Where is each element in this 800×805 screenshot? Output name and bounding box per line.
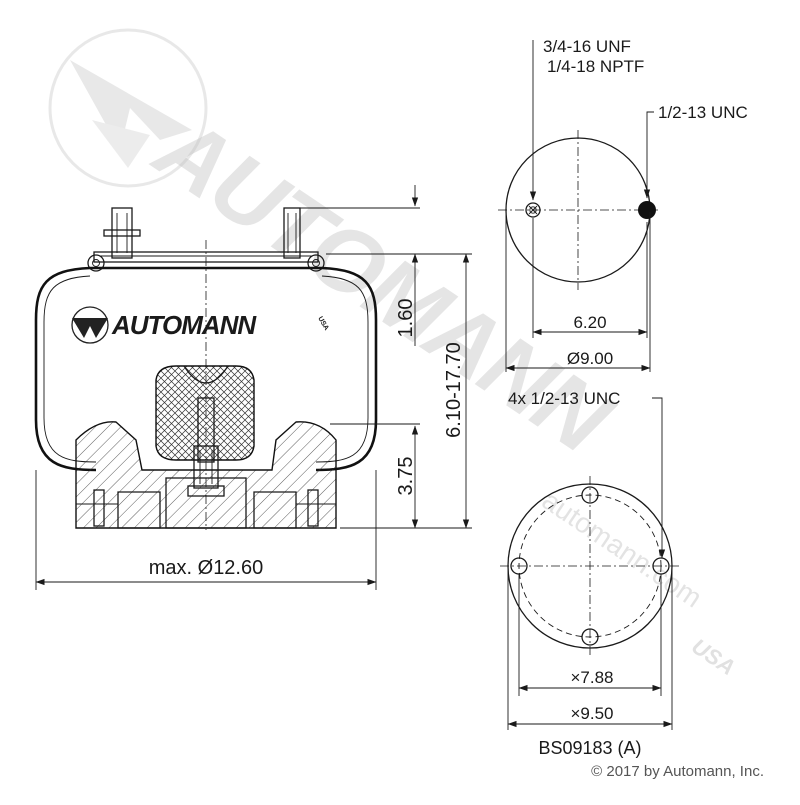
logo-suffix-text: USA (316, 316, 329, 332)
dim-max-diameter: max. Ø12.60 (149, 557, 264, 579)
watermark: AUTOMANN USA automann.com (48, 28, 740, 680)
bottom-hole-bottom-icon (581, 628, 599, 646)
bottom-plan-view: ×7.88 ×9.50 (500, 397, 680, 730)
bottom-hole-top-icon (581, 486, 599, 504)
logo-brand-text: AUTOMANN (111, 310, 257, 340)
piston-section (75, 421, 337, 529)
dim-height-range: 6.10-17.70 (443, 342, 465, 438)
dim-base-diameter: ×9.50 (570, 704, 613, 723)
callout-air-fitting-line1: 3/4-16 UNF (543, 37, 631, 56)
part-number: BS09183 (A) (538, 738, 641, 758)
dim-top-height: 1.60 (395, 299, 417, 338)
callout-top-stud-thread: 1/2-13 UNC (658, 103, 748, 122)
automann-logo-icon (72, 318, 108, 338)
internal-bumper (155, 365, 255, 461)
dim-top-bolt-spacing: 6.20 (573, 313, 606, 332)
side-view-dimensions: 1.60 6.10-17.70 3.75 max. Ø12.60 (35, 185, 472, 590)
top-stud-left (103, 207, 141, 259)
side-section-view: AUTOMANN USA (34, 207, 378, 530)
dim-top-plate-diameter: Ø9.00 (567, 349, 613, 368)
top-plan-view: 6.20 Ø9.00 (498, 40, 658, 372)
dim-bolt-circle-diameter: ×7.88 (570, 668, 613, 687)
dim-bottom-height: 3.75 (395, 457, 417, 496)
center-bolt (193, 445, 219, 489)
callout-bottom-holes: 4x 1/2-13 UNC (508, 389, 620, 408)
automann-logo: AUTOMANN USA (71, 306, 330, 344)
top-stud-icon (638, 201, 656, 219)
watermark-suffix-text: USA (687, 633, 739, 680)
air-fitting-icon (525, 202, 541, 218)
top-stud-right (283, 207, 301, 259)
callout-air-fitting-line2: 1/4-18 NPTF (547, 57, 644, 76)
watermark-logo-icon (48, 28, 208, 188)
top-bead-plate (93, 251, 319, 263)
copyright-text: © 2017 by Automann, Inc. (591, 763, 764, 780)
watermark-url-text: automann.com (537, 484, 708, 613)
rubber-bellow (34, 266, 378, 472)
